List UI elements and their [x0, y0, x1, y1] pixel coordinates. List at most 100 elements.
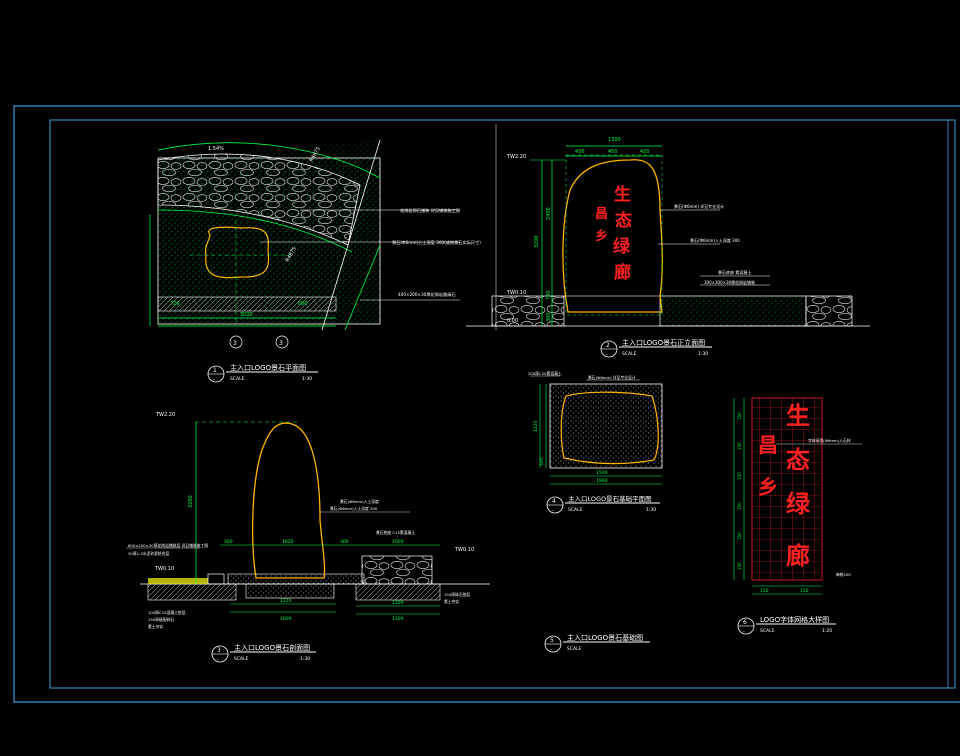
svg-text:乡: 乡: [758, 475, 778, 499]
svg-text:SCALE: SCALE: [622, 351, 637, 357]
svg-text:150厚级配碎石: 150厚级配碎石: [148, 617, 174, 622]
svg-text:昌: 昌: [758, 433, 778, 457]
svg-text:主入口LOGO景石剖面图: 主入口LOGO景石剖面图: [234, 643, 310, 652]
drawing-6-calligraphy-grid[interactable]: 生 态 绿 廊 昌 乡 150 150 150 150 150 150 150 …: [733, 397, 862, 635]
foundation-dim-side-1: 1220: [533, 420, 539, 432]
plan-callout-b[interactable]: 3: [275, 335, 289, 349]
drawing-5-scale-label: SCALE: [567, 646, 582, 652]
svg-text:-: -: [743, 629, 745, 635]
svg-text:昌: 昌: [595, 207, 608, 222]
elev-dim-height: 3200: [534, 235, 540, 248]
svg-text:乡: 乡: [595, 228, 608, 244]
drawing-2-elevation[interactable]: 1300 430 450 420 3200 2400 700 300 TW2.2…: [466, 137, 870, 358]
section-annotations-left: 600×200×30厚花岗岩铺装层 详见铺装施工图 30厚1:3水泥砂浆结合层 …: [126, 543, 208, 629]
section-level-mid: TW0.10: [154, 566, 174, 572]
elev-annotation-2: 景石(Ф6mm)入土深度 300: [690, 237, 740, 243]
section-dim-mid-4: 1000: [392, 539, 404, 545]
svg-text:SCALE: SCALE: [234, 656, 249, 662]
section-level-top: TW2.20: [155, 412, 175, 418]
svg-text:SCALE: SCALE: [568, 507, 583, 513]
svg-text:-: -: [213, 377, 215, 383]
svg-text:主入口LOGO景石平面图: 主入口LOGO景石平面图: [230, 363, 306, 372]
svg-text:廊: 廊: [786, 541, 810, 570]
plan-annotation-2: 景石(Ф6mm)入土深度 300(或按景石实际尺寸): [392, 239, 481, 246]
svg-text:素土夯实: 素土夯实: [444, 599, 459, 604]
elev-dim-top-1: 430: [575, 149, 585, 155]
drawing-1-title-block: 1 - 主入口LOGO景石平面图 SCALE 1:30: [207, 363, 318, 383]
svg-text:主入口LOGO景石正立面图: 主入口LOGO景石正立面图: [622, 338, 705, 347]
elev-dim-base: 300: [546, 312, 552, 322]
grid-dim-side-5: 150: [737, 532, 742, 540]
drawing-5-index: 5: [550, 637, 554, 644]
svg-text:600×200×30厚花岗岩铺装层 详见铺装施工图: 600×200×30厚花岗岩铺装层 详见铺装施工图: [128, 543, 208, 548]
svg-text:景石底座 C15素混凝土: 景石底座 C15素混凝土: [376, 530, 415, 535]
section-dim-bottom-2: 1000: [280, 616, 292, 622]
drawing-4-foundation-plan[interactable]: 1500 1960 1220 320 200厚C20素混凝土 景石(Ф6mm) …: [528, 371, 663, 514]
plan-top-note: 1.54%: [208, 146, 224, 152]
svg-text:1:30: 1:30: [300, 656, 310, 662]
elev-calligraphy: 生 态 绿 廊 昌 乡: [595, 184, 632, 283]
grid-dim-side-2: 150: [737, 442, 742, 450]
grid-dim-side-4: 150: [737, 502, 742, 510]
svg-text:-: -: [552, 508, 554, 514]
plan-annotation-3: 400×200×30厚花岗岩路缘石: [398, 291, 456, 298]
section-dim-mid-2: 1820: [282, 539, 294, 545]
drawing-5-foundation[interactable]: 5 - 主入口LOGO景石基础图 SCALE: [544, 633, 650, 653]
svg-text:-: -: [217, 657, 219, 663]
svg-text:主入口LOGO景石基础平面图: 主入口LOGO景石基础平面图: [568, 494, 652, 503]
svg-text:1:20: 1:20: [822, 628, 832, 634]
svg-text:3: 3: [279, 340, 283, 347]
svg-text:1:30: 1:30: [646, 507, 656, 513]
foundation-annotation-1: 200厚C20素混凝土: [528, 371, 562, 376]
foundation-dim-bottom-1: 1500: [596, 470, 608, 476]
svg-text:3: 3: [217, 647, 221, 654]
foundation-annotation-2: 景石(Ф6mm) 详见专业设计: [588, 375, 636, 380]
elev-dim-top-2: 450: [608, 149, 618, 155]
svg-text:景石(Ф6mm)入土深度: 景石(Ф6mm)入土深度: [340, 499, 379, 504]
svg-text:SCALE: SCALE: [760, 628, 775, 634]
grid-annotation-2: 每格100: [836, 572, 851, 577]
svg-text:景石(Ф6mm)入土深度 300: 景石(Ф6mm)入土深度 300: [330, 506, 378, 511]
svg-text:30厚1:3水泥砂浆结合层: 30厚1:3水泥砂浆结合层: [128, 551, 170, 556]
svg-text:-: -: [606, 352, 608, 358]
grid-dim-bottom-2: 150: [800, 588, 809, 594]
section-dim-bottom-1: 1220: [280, 598, 292, 604]
svg-text:廊: 廊: [614, 262, 631, 283]
svg-text:绿: 绿: [786, 489, 811, 518]
svg-text:4: 4: [552, 498, 556, 505]
sheet-frame: [13, 105, 960, 703]
section-dim-mid-3: 300: [340, 539, 349, 545]
svg-text:SCALE: SCALE: [230, 376, 245, 382]
svg-text:6: 6: [743, 619, 747, 626]
drawing-2-title-block: 2 - 主入口LOGO景石正立面图 SCALE 1:30: [600, 338, 712, 358]
foundation-dim-bottom-2: 1960: [596, 478, 608, 484]
svg-text:生: 生: [786, 401, 810, 430]
grid-calligraphy: 生 态 绿 廊 昌 乡: [758, 401, 811, 570]
elev-annotation-1: 景石(Ф6mm) 详见专业设计: [674, 203, 724, 209]
svg-text:生: 生: [614, 184, 631, 205]
section-dim-bottom-3: 1200: [392, 600, 404, 606]
plan-dim-bottom: 3020: [240, 312, 253, 318]
elev-dim-lower: 700: [546, 290, 552, 300]
elev-annotation-3: 景石底座 素混凝土: [718, 269, 751, 275]
svg-text:3: 3: [233, 340, 237, 347]
svg-text:态: 态: [615, 210, 632, 231]
elev-annotation-4: 300×300×30厚花岗岩铺装: [704, 279, 755, 285]
drawing-1-plan[interactable]: 3020 720 500 R4875 R4875 1.54% 花岗岩卵石铺装 详…: [149, 139, 481, 383]
elev-dim-upper: 2400: [546, 207, 552, 220]
drawing-5-sheet-ref: -: [550, 647, 552, 653]
svg-text:绿: 绿: [613, 236, 631, 257]
drawing-3-section[interactable]: TW2.20 TW0.10 TW0.10 3200 300 1820 300 1…: [126, 412, 490, 663]
grid-annotation-1: 字体采用(Ф6mm)入石材: [808, 438, 851, 443]
section-level-right: TW0.10: [454, 547, 474, 553]
plan-callout-a[interactable]: 3: [229, 335, 243, 349]
grid-dim-side-3: 150: [737, 472, 742, 480]
section-dim-bottom-4: 1200: [392, 616, 404, 622]
svg-text:1:30: 1:30: [698, 351, 708, 357]
drawing-5-title: 主入口LOGO景石基础图: [567, 633, 643, 642]
svg-text:态: 态: [786, 445, 810, 474]
section-dim-height: 3200: [188, 495, 194, 508]
plan-annotation-1: 花岗岩卵石铺装 详见铺装施工图: [400, 207, 460, 214]
svg-text:1: 1: [213, 367, 217, 374]
